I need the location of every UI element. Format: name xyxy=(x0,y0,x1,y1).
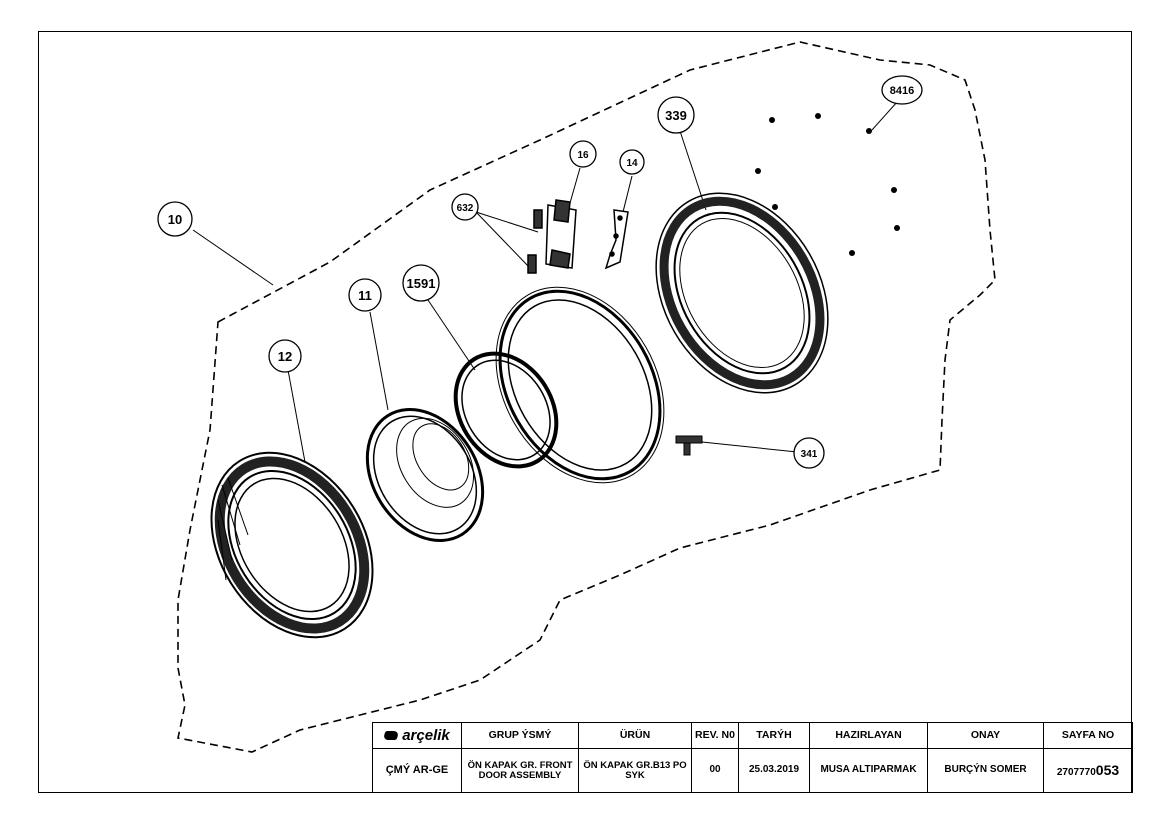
callout-16: 16 xyxy=(569,140,597,168)
value-group-name: ÖN KAPAK GR. FRONT DOOR ASSEMBLY xyxy=(461,748,579,793)
callout-14: 14 xyxy=(619,149,645,175)
value-date: 25.03.2019 xyxy=(738,748,810,793)
svg-text:11: 11 xyxy=(358,288,372,303)
callout-1591: 1591 xyxy=(402,264,440,302)
header-group-name: GRUP ÝSMÝ xyxy=(461,722,579,749)
callout-632: 632 xyxy=(451,193,479,221)
callout-12: 12 xyxy=(268,339,302,373)
callout-11: 11 xyxy=(348,278,382,312)
header-rev-no: REV. N0 xyxy=(691,722,739,749)
value-dept: ÇMÝ AR-GE xyxy=(372,748,462,793)
drawing-frame xyxy=(38,31,1132,793)
logo-mark-icon xyxy=(382,731,400,740)
company-logo: arçelik xyxy=(372,722,462,749)
value-approval: BURÇÝN SOMER xyxy=(927,748,1044,793)
svg-text:14: 14 xyxy=(626,158,638,169)
value-prepared-by: MUSA ALTIPARMAK xyxy=(809,748,928,793)
svg-text:10: 10 xyxy=(168,212,182,227)
value-product: ÖN KAPAK GR.B13 PO SYK xyxy=(578,748,692,793)
part-12-outer-ring xyxy=(210,451,374,639)
header-prepared-by: HAZIRLAYAN xyxy=(809,722,928,749)
page-no-prefix: 2707770 xyxy=(1056,766,1096,778)
part-339-rear-frame xyxy=(655,192,829,394)
callout-341: 341 xyxy=(793,437,825,469)
leader-lines xyxy=(192,100,899,463)
header-page-no: SAYFA NO xyxy=(1043,722,1133,749)
svg-text:8416: 8416 xyxy=(890,85,914,97)
header-product: ÜRÜN xyxy=(578,722,692,749)
part-11-glass-bowl xyxy=(365,408,485,542)
svg-text:16: 16 xyxy=(577,150,589,161)
value-page-no: 2707770053 xyxy=(1043,748,1133,793)
assembly-boundary xyxy=(177,41,996,753)
header-approval: ONAY xyxy=(927,722,1044,749)
svg-text:632: 632 xyxy=(457,203,474,214)
svg-text:1591: 1591 xyxy=(407,276,436,291)
callout-10: 10 xyxy=(157,201,193,237)
inner-frame-ring xyxy=(495,286,665,484)
part-14-strip xyxy=(604,209,629,270)
value-rev-no: 00 xyxy=(691,748,739,793)
callout-8416: 8416 xyxy=(881,75,923,105)
header-date: TARÝH xyxy=(738,722,810,749)
part-1591-gasket xyxy=(453,351,559,469)
part-12-ribs xyxy=(217,477,249,581)
part-8416-screws xyxy=(755,113,900,256)
svg-text:341: 341 xyxy=(801,449,818,460)
part-341-latch xyxy=(675,435,703,456)
callout-339: 339 xyxy=(657,96,695,134)
svg-text:12: 12 xyxy=(278,349,292,364)
title-block: arçelik GRUP ÝSMÝ ÜRÜN REV. N0 TARÝH HAZ… xyxy=(372,722,1133,793)
page-no-suffix: 053 xyxy=(1095,761,1120,778)
svg-text:339: 339 xyxy=(665,108,687,123)
part-16-hinge xyxy=(527,199,577,274)
logo-text: arçelik xyxy=(402,726,450,744)
